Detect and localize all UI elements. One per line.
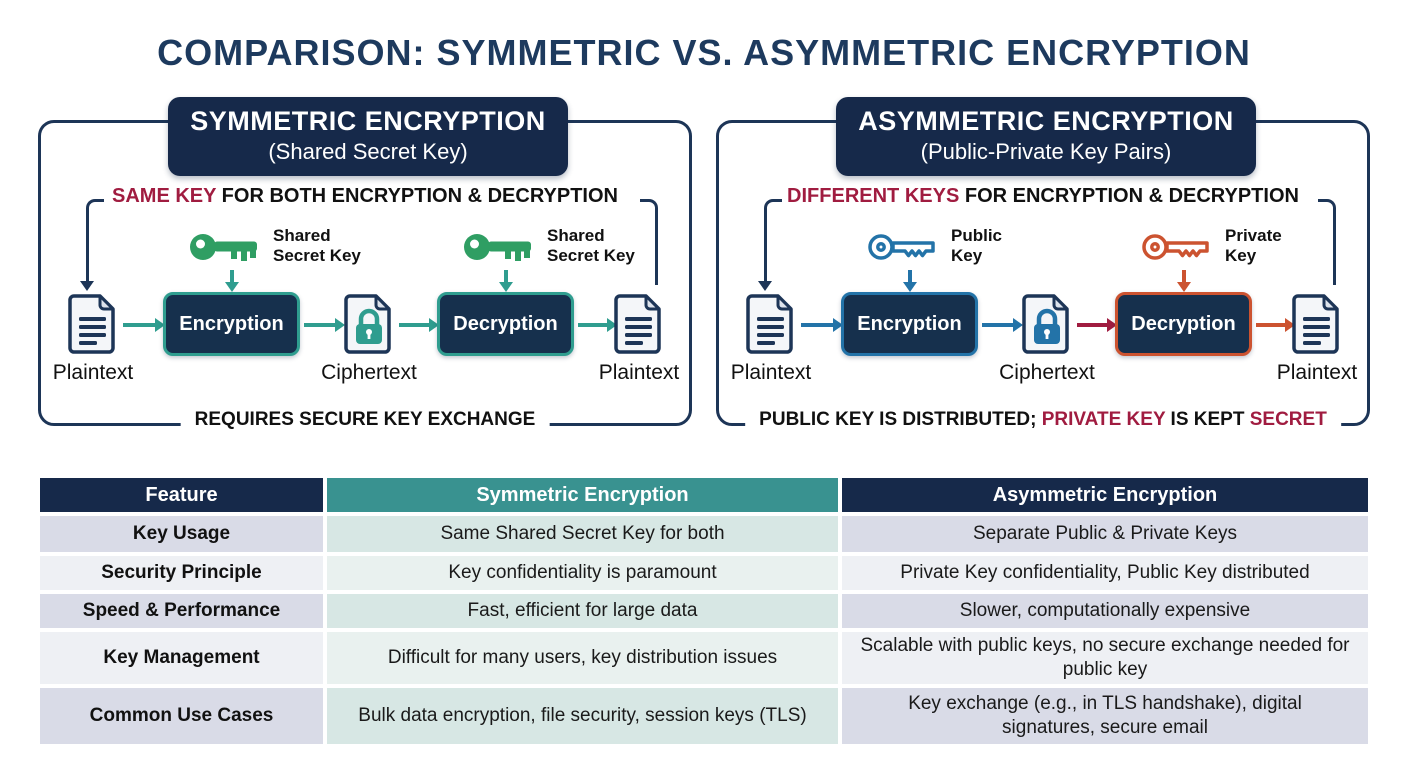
asymmetric-panel-header: ASYMMETRIC ENCRYPTION (Public-Private Ke… bbox=[836, 97, 1256, 176]
key-label-line1: Private bbox=[1225, 226, 1282, 245]
plaintext-label: Plaintext bbox=[52, 361, 134, 384]
private-key-label: Private Key bbox=[1225, 226, 1282, 266]
same-key-caption: SAME KEY FOR BOTH ENCRYPTION & DECRYPTIO… bbox=[41, 185, 689, 208]
decryption-box: Decryption bbox=[437, 292, 574, 356]
table-cell-asymmetric: Key exchange (e.g., in TLS handshake), d… bbox=[842, 688, 1368, 744]
symmetric-panel-subtitle: (Shared Secret Key) bbox=[268, 139, 468, 164]
caption-highlight: SAME KEY bbox=[112, 185, 217, 207]
public-key-label: Public Key bbox=[951, 226, 1002, 266]
table-row-feature: Speed & Performance bbox=[40, 594, 323, 628]
caption-rest: FOR ENCRYPTION & DECRYPTION bbox=[959, 185, 1299, 207]
ciphertext-label: Ciphertext bbox=[999, 361, 1095, 384]
table-row-feature: Security Principle bbox=[40, 556, 323, 590]
ciphertext-lock-document-icon bbox=[1022, 294, 1069, 354]
arrow-right-icon bbox=[399, 318, 439, 331]
shared-secret-key-label: Shared Secret Key bbox=[273, 226, 361, 266]
key-solid-green-icon bbox=[190, 234, 257, 261]
table-cell-symmetric: Difficult for many users, key distributi… bbox=[327, 632, 838, 684]
key-outline-blue-icon bbox=[868, 234, 935, 260]
encryption-box: Encryption bbox=[841, 292, 978, 356]
bracket-arrow-down-left-icon bbox=[80, 199, 104, 291]
arrow-right-icon bbox=[304, 318, 345, 331]
asymmetric-footer-caption: PUBLIC KEY IS DISTRIBUTED; PRIVATE KEY I… bbox=[745, 409, 1341, 431]
key-label-line2: Key bbox=[951, 246, 983, 266]
arrow-right-icon bbox=[123, 318, 165, 331]
arrow-right-icon bbox=[1077, 318, 1117, 331]
table-cell-asymmetric: Slower, computationally expensive bbox=[842, 594, 1368, 628]
column-header-symmetric: Symmetric Encryption bbox=[327, 478, 838, 512]
table-row-feature: Key Management bbox=[40, 632, 323, 684]
plaintext-document-icon bbox=[746, 294, 793, 354]
plaintext-label: Plaintext bbox=[598, 361, 680, 384]
arrow-right-icon bbox=[801, 318, 843, 331]
table-cell-symmetric: Key confidentiality is paramount bbox=[327, 556, 838, 590]
encryption-box: Encryption bbox=[163, 292, 300, 356]
plaintext-label: Plaintext bbox=[730, 361, 812, 384]
arrow-down-icon bbox=[499, 270, 512, 292]
arrow-down-icon bbox=[903, 270, 916, 292]
key-solid-green-icon bbox=[464, 234, 531, 261]
different-keys-caption: DIFFERENT KEYS FOR ENCRYPTION & DECRYPTI… bbox=[719, 185, 1367, 208]
arrow-right-icon bbox=[578, 318, 617, 331]
asymmetric-panel-subtitle: (Public-Private Key Pairs) bbox=[920, 139, 1172, 164]
arrow-down-icon bbox=[1177, 270, 1190, 292]
column-header-asymmetric: Asymmetric Encryption bbox=[842, 478, 1368, 512]
bracket-line-down-right-icon bbox=[640, 199, 658, 285]
plaintext-label: Plaintext bbox=[1276, 361, 1358, 384]
footer-text: REQUIRES SECURE KEY EXCHANGE bbox=[194, 409, 536, 430]
comparison-table: Feature Symmetric Encryption Asymmetric … bbox=[40, 478, 1368, 744]
bracket-line-down-right-icon bbox=[1318, 199, 1336, 285]
decryption-box: Decryption bbox=[1115, 292, 1252, 356]
key-label-line2: Secret Key bbox=[273, 246, 361, 266]
asymmetric-encryption-panel: ASYMMETRIC ENCRYPTION (Public-Private Ke… bbox=[716, 97, 1370, 431]
table-row-feature: Key Usage bbox=[40, 516, 323, 552]
arrow-right-icon bbox=[982, 318, 1023, 331]
plaintext-document-icon bbox=[614, 294, 661, 354]
table-cell-asymmetric: Private Key confidentiality, Public Key … bbox=[842, 556, 1368, 590]
footer-text: PUBLIC KEY IS DISTRIBUTED; bbox=[759, 409, 1042, 430]
asymmetric-panel-title: ASYMMETRIC ENCRYPTION bbox=[858, 106, 1234, 136]
arrow-right-icon bbox=[1256, 318, 1295, 331]
footer-highlight: SECRET bbox=[1249, 409, 1327, 430]
table-cell-asymmetric: Scalable with public keys, no secure exc… bbox=[842, 632, 1368, 684]
shared-secret-key-label: Shared Secret Key bbox=[547, 226, 635, 266]
caption-highlight: DIFFERENT KEYS bbox=[787, 185, 960, 207]
key-label-line1: Shared bbox=[273, 226, 331, 245]
table-cell-symmetric: Same Shared Secret Key for both bbox=[327, 516, 838, 552]
footer-text: IS KEPT bbox=[1165, 409, 1250, 430]
caption-rest: FOR BOTH ENCRYPTION & DECRYPTION bbox=[216, 185, 618, 207]
symmetric-footer-caption: REQUIRES SECURE KEY EXCHANGE bbox=[180, 409, 550, 431]
page-title: COMPARISON: SYMMETRIC VS. ASYMMETRIC ENC… bbox=[157, 32, 1251, 73]
key-label-line1: Shared bbox=[547, 226, 605, 245]
key-outline-orange-icon bbox=[1142, 234, 1209, 260]
key-label-line2: Secret Key bbox=[547, 246, 635, 266]
footer-highlight: PRIVATE KEY bbox=[1041, 409, 1166, 430]
column-header-feature: Feature bbox=[40, 478, 323, 512]
plaintext-document-icon bbox=[1292, 294, 1339, 354]
ciphertext-label: Ciphertext bbox=[321, 361, 417, 384]
bracket-arrow-down-left-icon bbox=[758, 199, 782, 291]
symmetric-panel-header: SYMMETRIC ENCRYPTION (Shared Secret Key) bbox=[168, 97, 568, 176]
ciphertext-lock-document-icon bbox=[344, 294, 391, 354]
table-cell-symmetric: Bulk data encryption, file security, ses… bbox=[327, 688, 838, 744]
table-row-feature: Common Use Cases bbox=[40, 688, 323, 744]
arrow-down-icon bbox=[225, 270, 238, 292]
table-cell-asymmetric: Separate Public & Private Keys bbox=[842, 516, 1368, 552]
plaintext-document-icon bbox=[68, 294, 115, 354]
symmetric-panel-title: SYMMETRIC ENCRYPTION bbox=[190, 106, 546, 136]
key-label-line2: Key bbox=[1225, 246, 1257, 266]
symmetric-encryption-panel: SYMMETRIC ENCRYPTION (Shared Secret Key)… bbox=[38, 97, 692, 431]
table-cell-symmetric: Fast, efficient for large data bbox=[327, 594, 838, 628]
key-label-line1: Public bbox=[951, 226, 1003, 245]
